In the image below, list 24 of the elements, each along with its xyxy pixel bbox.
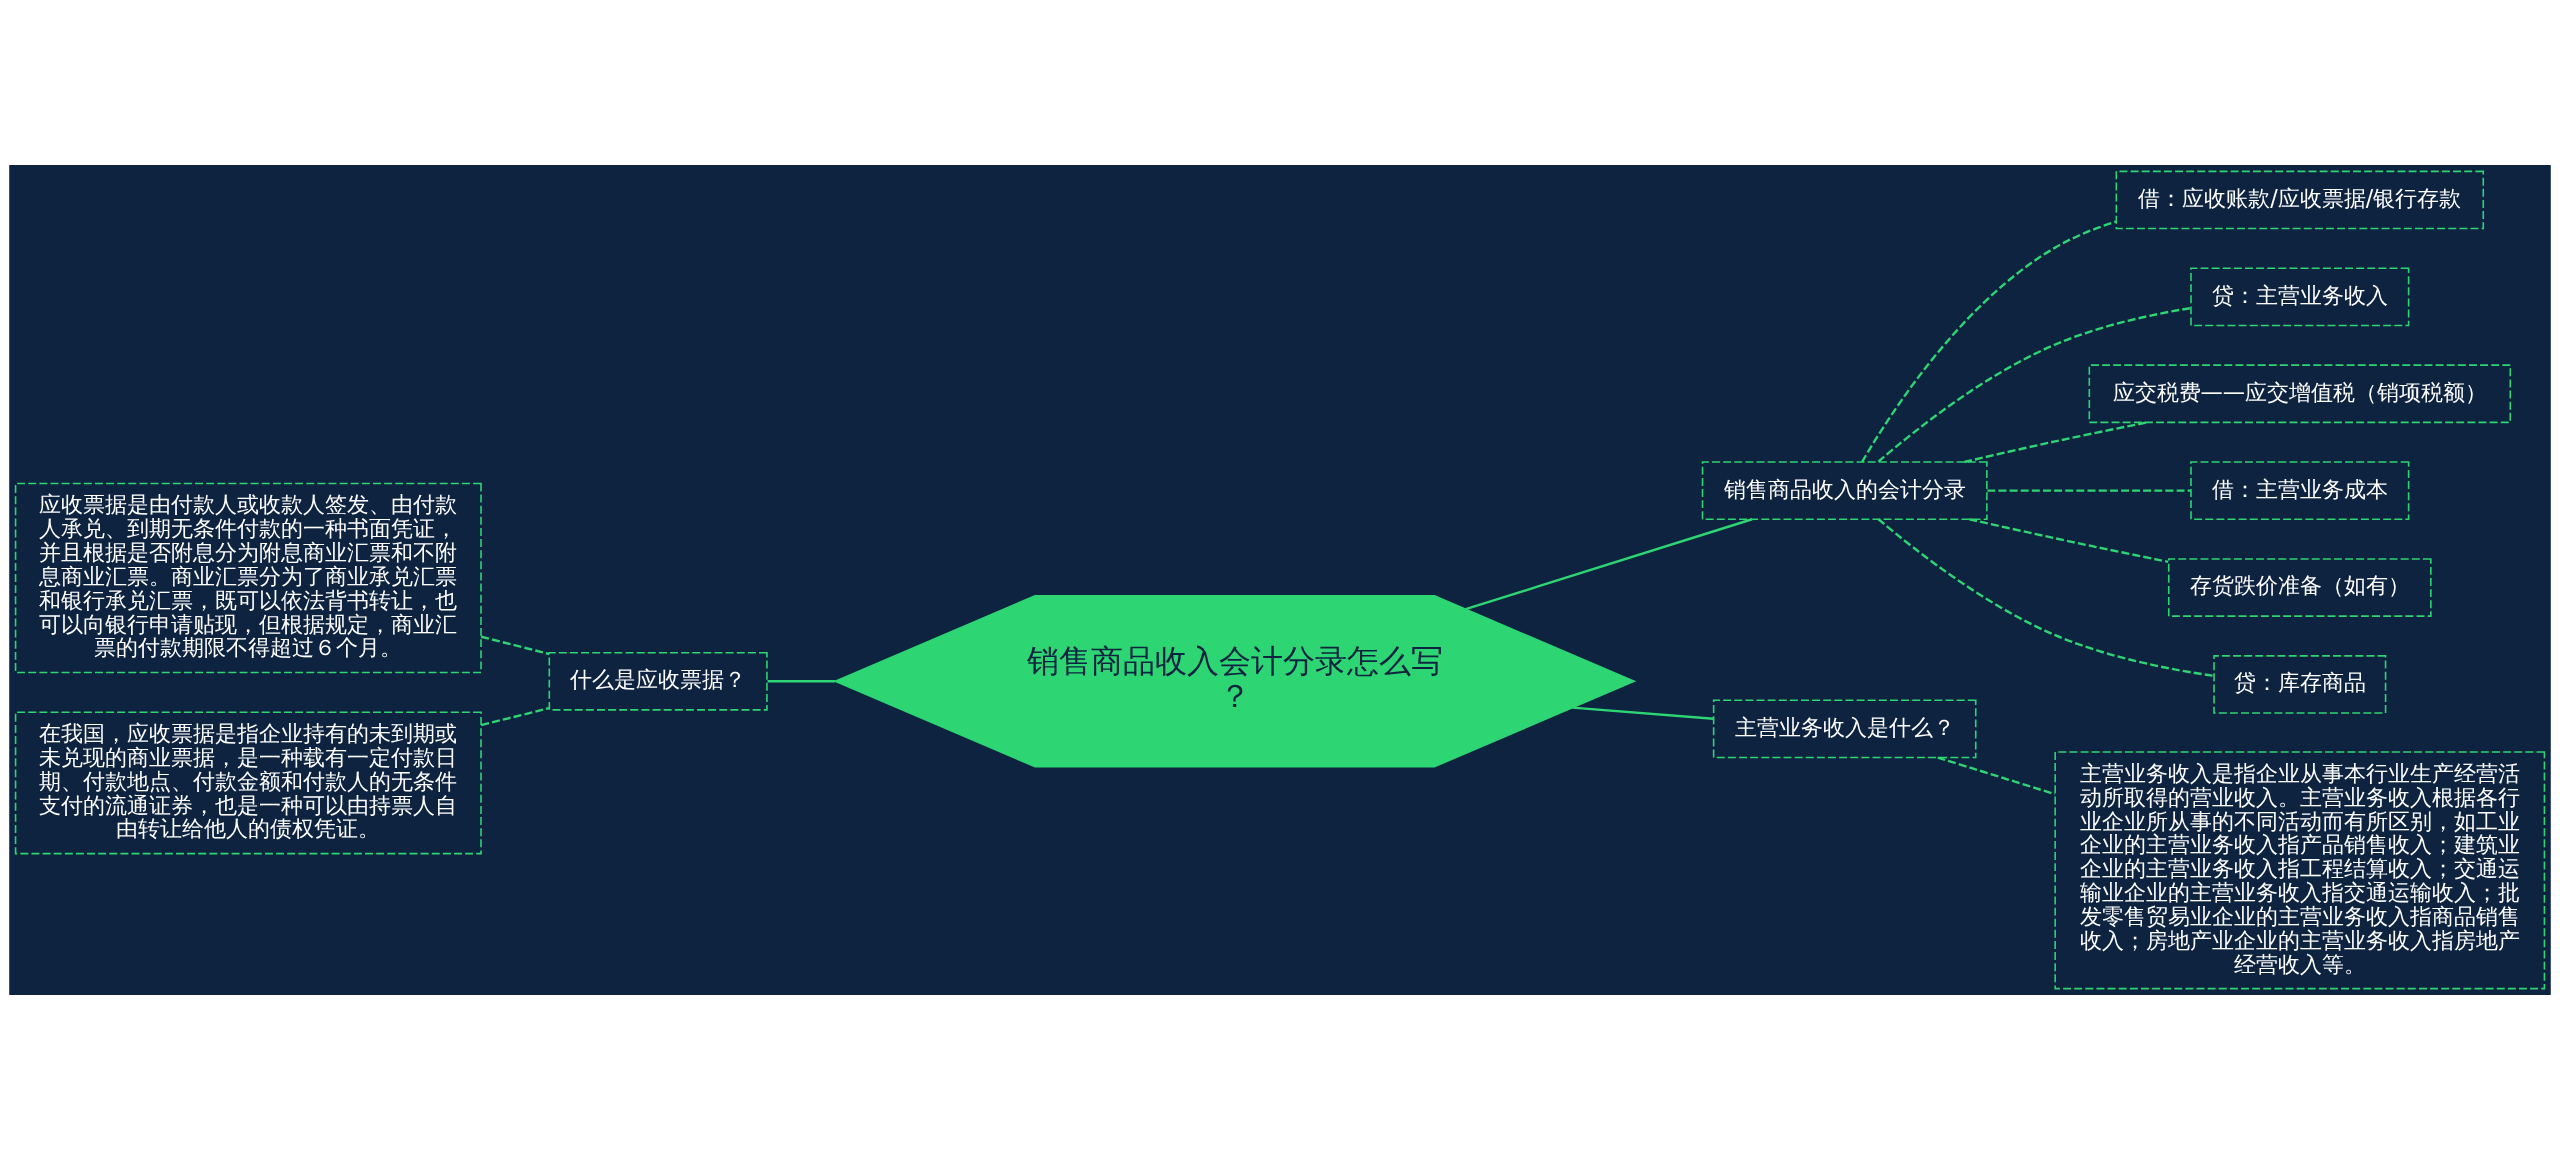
connector (1465, 517, 1753, 610)
node-box: 什么是应收票据？ (548, 651, 768, 711)
connector (1877, 306, 2191, 463)
connector (1987, 488, 2191, 492)
node-box: 应收票据是由付款人或收款人签发、由付款人承兑、到期无条件付款的一种书面凭证，并且根据是否附息分为附息商业汇票和不附息商业汇票。商业汇票分为了商业承兑汇票和银行承兑汇票，既可以依法背书转让，也可以向银行申请贴现，但根据规定，商业汇票的付款期限不得超过６个月。 (14, 482, 482, 673)
node-box: 贷：主营业务收入 (2190, 266, 2410, 326)
node-box: 借：主营业务成本 (2190, 460, 2410, 520)
connector (480, 706, 550, 726)
connector (480, 635, 550, 655)
connector (767, 679, 836, 682)
connector (1572, 706, 1714, 720)
connector (1877, 517, 2214, 677)
connector (1861, 220, 2117, 463)
connector (1964, 420, 2148, 463)
connector (1937, 755, 2056, 795)
node-box: 应交税费——应交增值税（销项税额） (2088, 363, 2512, 423)
node-box: 贷：库存商品 (2213, 654, 2387, 714)
connector (1969, 517, 2169, 563)
node-box: 销售商品收入的会计分录 (1701, 460, 1988, 520)
node-box: 主营业务收入是什么？ (1712, 699, 1977, 758)
node-box: 在我国，应收票据是指企业持有的未到期或未兑现的商业票据，是一种载有一定付款日期、付款地点、付款金额和付款人的无条件支付的流通证券，也是一种可以由持票人自由转让给他人的债权凭证。 (14, 710, 482, 854)
node-box: 借：应收账款/应收票据/银行存款 (2115, 170, 2485, 229)
node-box: 主营业务收入是指企业从事本行业生产经营活动所取得的营业收入。主营业务收入根据各行业企业所从事的不同活动而有所区别，如工业企业的主营业务收入指产品销售收入；建筑业企业的主营业务收入指工程结算收入；交通运输业企业的主营业务收入指交通运输收入；批发零售贸易业企业的主营业务收入指商品销售收入；房地产业企业的主营业务收入指房地产经营收入等。 (2054, 750, 2546, 989)
node-box: 存货跌价准备（如有） (2167, 557, 2432, 617)
